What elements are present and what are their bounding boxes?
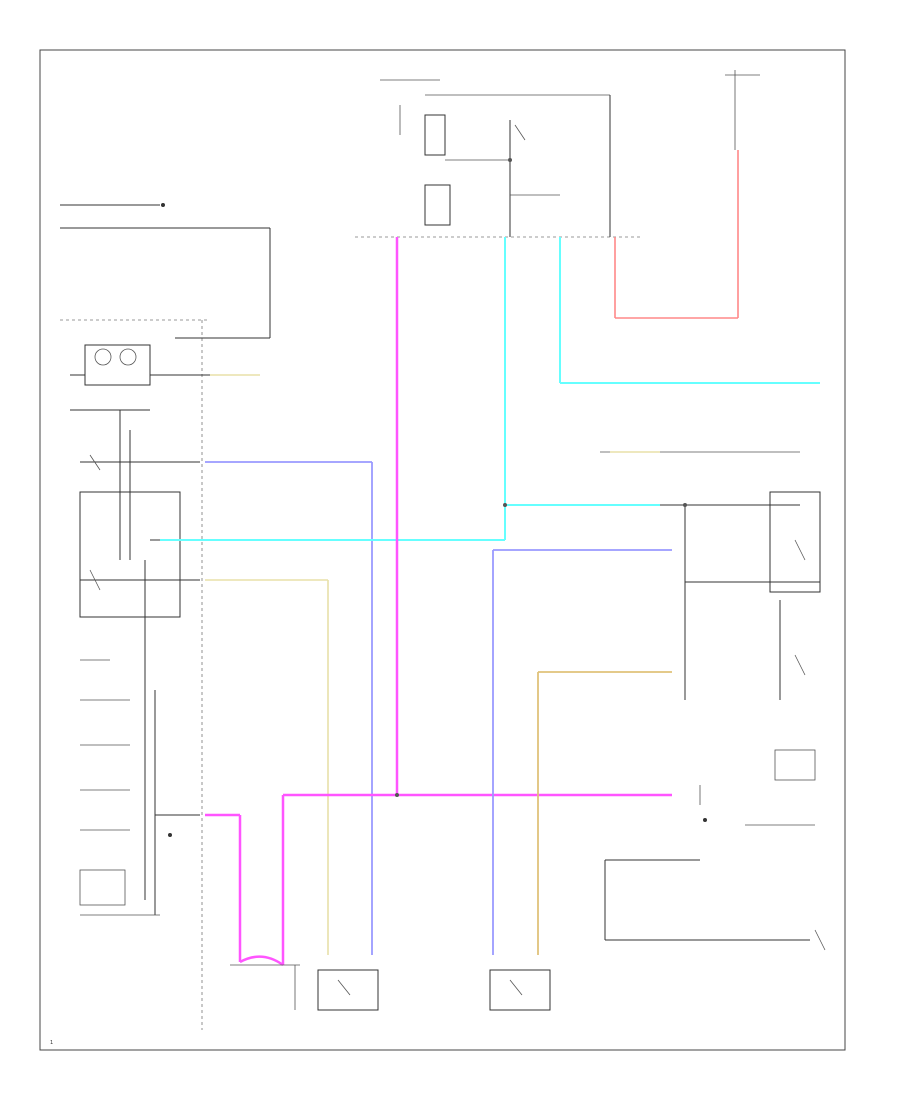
left-top-connector xyxy=(60,203,271,339)
corner-label: 1 xyxy=(50,1040,53,1046)
right-lower-connector xyxy=(604,859,826,951)
junction-dots xyxy=(168,158,707,837)
right-switch-block xyxy=(660,491,821,826)
left-illumination-block xyxy=(70,344,260,386)
left-switch-assembly xyxy=(70,409,200,900)
left-lower-switches xyxy=(79,659,200,916)
right-top-fuse xyxy=(725,70,760,150)
top-relay-block xyxy=(380,79,611,237)
fuse-block-bottom xyxy=(230,964,300,1010)
diagram-frame xyxy=(39,49,846,1051)
right-rear-motor xyxy=(489,969,551,1011)
left-rear-motor xyxy=(317,969,379,1011)
